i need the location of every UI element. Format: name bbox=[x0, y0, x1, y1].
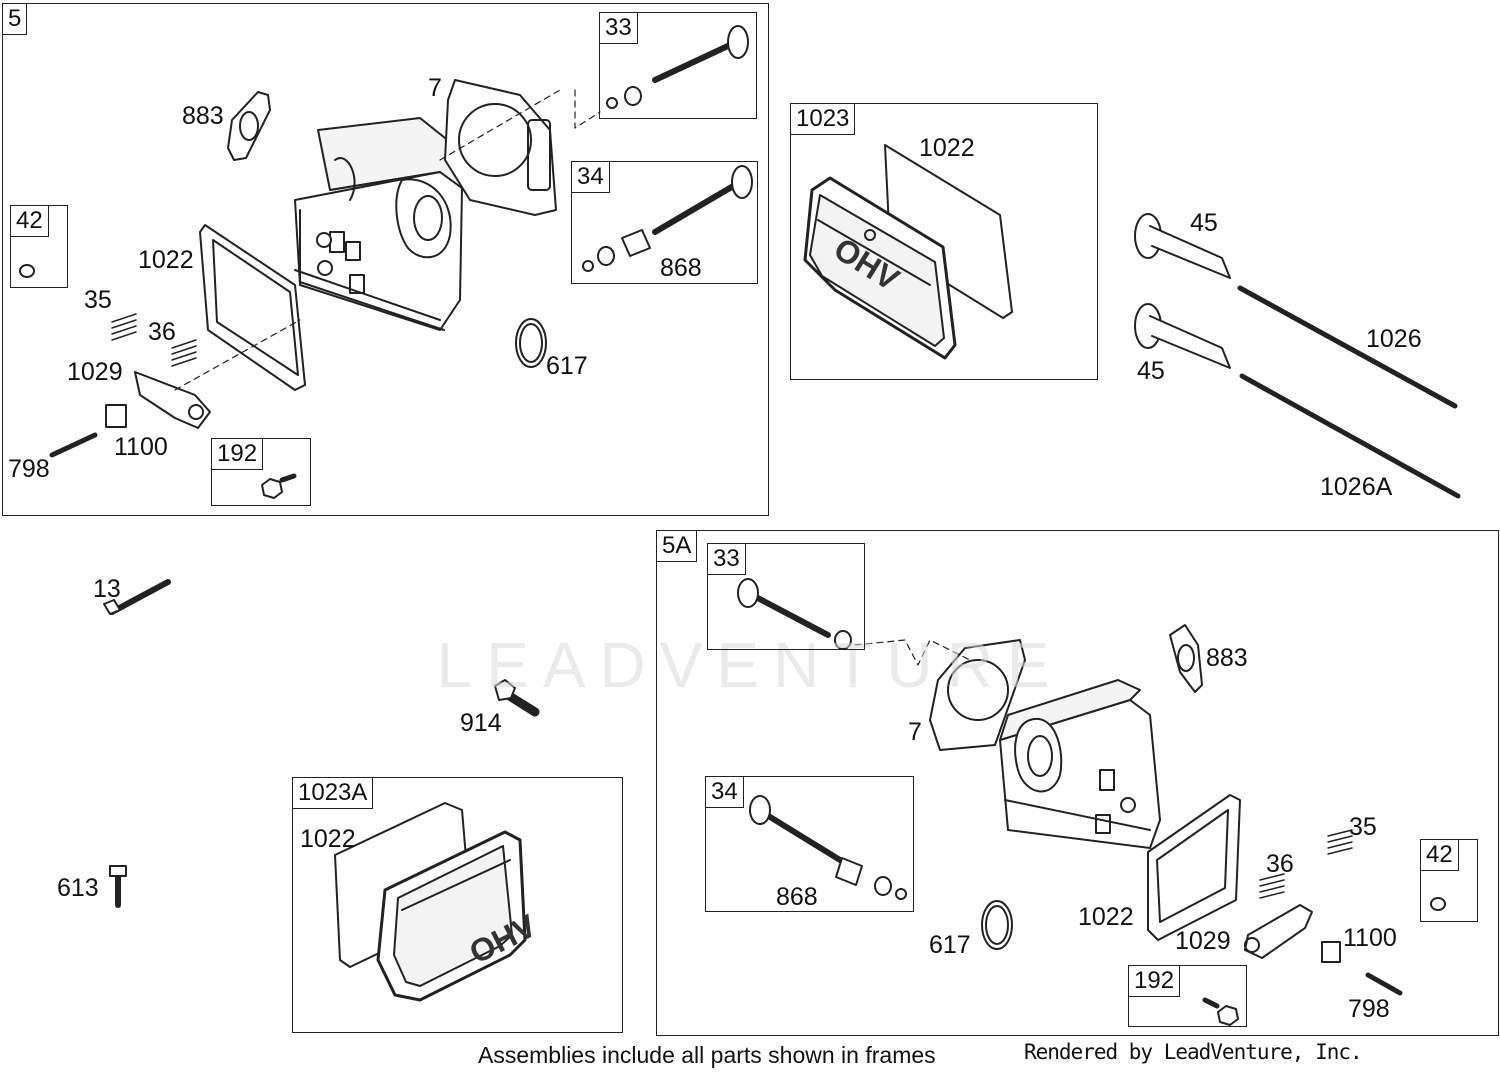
cylinder-head-top bbox=[294, 117, 463, 331]
rocker-arm-bottom bbox=[1244, 904, 1313, 959]
assembly-frame-33-bottom: 33 bbox=[707, 543, 865, 650]
frame-tag: 5A bbox=[657, 531, 698, 562]
callout-1022-1023a: 1022 bbox=[300, 825, 356, 853]
callout-617-top: 617 bbox=[546, 352, 588, 380]
nut-192-top bbox=[261, 478, 283, 499]
callout-883-bottom: 883 bbox=[1206, 644, 1248, 672]
frame-tag: 192 bbox=[1129, 966, 1181, 997]
assembly-frame-42-top: 42 bbox=[10, 205, 68, 288]
bolt-13 bbox=[109, 579, 171, 615]
head-gasket-bottom bbox=[929, 639, 1026, 751]
frame-tag: 42 bbox=[1421, 840, 1459, 871]
callout-1029-top: 1029 bbox=[67, 358, 123, 386]
nut-192-bottom bbox=[1217, 1005, 1239, 1026]
callout-13: 13 bbox=[93, 575, 121, 603]
frame-tag: 34 bbox=[706, 777, 744, 808]
watermark: LEADVENTURE bbox=[436, 629, 1064, 701]
callout-35-top: 35 bbox=[84, 286, 112, 314]
callout-883-top: 883 bbox=[182, 102, 224, 130]
valve-34-bottom bbox=[759, 809, 843, 863]
head-gasket-top bbox=[444, 79, 557, 216]
rocker-arm-top bbox=[134, 371, 211, 429]
cylinder-head-bottom bbox=[999, 679, 1161, 849]
callout-1022-cover: 1022 bbox=[919, 134, 975, 162]
assemblies-note: Assemblies include all parts shown in fr… bbox=[478, 1042, 936, 1068]
intake-gasket-bottom bbox=[1169, 624, 1203, 693]
keeper-42-top bbox=[19, 264, 35, 278]
callout-868-bottom: 868 bbox=[776, 883, 818, 911]
callout-1100-top: 1100 bbox=[114, 433, 168, 461]
rocker-pivot-top bbox=[105, 404, 127, 428]
assembly-frame-34-bottom: 34 bbox=[705, 776, 914, 912]
assembly-frame-34-top: 34 bbox=[571, 161, 758, 284]
oring-top bbox=[515, 318, 547, 368]
callout-45-lower: 45 bbox=[1137, 357, 1165, 385]
valve-springs-bottom bbox=[1259, 829, 1353, 899]
assembly-frame-42-bottom: 42 bbox=[1420, 839, 1478, 922]
frame-tag: 34 bbox=[572, 162, 610, 193]
cover-gasket-top bbox=[199, 224, 306, 391]
valve-33-bottom bbox=[749, 592, 831, 638]
callout-1029-bottom: 1029 bbox=[1175, 927, 1231, 955]
callout-1026: 1026 bbox=[1366, 325, 1422, 353]
callout-868-top: 868 bbox=[660, 254, 702, 282]
frame-tag: 1023 bbox=[791, 104, 856, 135]
valve-34-top bbox=[652, 182, 738, 235]
rocker-bolt-top bbox=[49, 432, 98, 458]
rocker-pivot-bottom bbox=[1321, 941, 1341, 963]
callout-617-bottom: 617 bbox=[929, 931, 971, 959]
callout-798-top: 798 bbox=[8, 455, 50, 483]
callout-1026a: 1026A bbox=[1320, 473, 1393, 501]
frame-tag: 5 bbox=[3, 4, 28, 35]
frame-tag: 33 bbox=[708, 544, 746, 575]
frame-tag: 42 bbox=[11, 206, 49, 237]
callout-7-bottom: 7 bbox=[908, 718, 922, 746]
callout-613: 613 bbox=[57, 874, 99, 902]
assembly-frame-33-top: 33 bbox=[599, 12, 757, 119]
callout-1022-bottom: 1022 bbox=[1078, 903, 1134, 931]
assembly-frame-5a: 5A bbox=[656, 530, 1499, 1036]
rocker-cover-bottom bbox=[334, 802, 527, 1002]
assembly-frame-192-bottom: 192 bbox=[1128, 965, 1247, 1027]
frame-tag: 192 bbox=[212, 439, 264, 470]
frame-tag: 33 bbox=[600, 13, 638, 44]
callout-914: 914 bbox=[460, 709, 502, 737]
rocker-cover-top bbox=[803, 144, 1013, 360]
frame-tag: 1023A bbox=[293, 778, 374, 809]
callout-36-bottom: 36 bbox=[1266, 850, 1294, 878]
rendered-by-credit: Rendered by LeadVenture, Inc. bbox=[1024, 1040, 1363, 1064]
keeper-42-bottom bbox=[1430, 897, 1446, 911]
valve-33-top bbox=[652, 42, 733, 83]
assembly-frame-1023: 1023 bbox=[790, 103, 1098, 380]
rocker-bolt-bottom bbox=[1365, 972, 1403, 996]
callout-45-upper: 45 bbox=[1190, 209, 1218, 237]
callout-1100-bottom: 1100 bbox=[1343, 924, 1397, 952]
assembly-frame-1023a: 1023A bbox=[292, 777, 623, 1033]
callout-798-bottom: 798 bbox=[1348, 995, 1390, 1023]
intake-gasket-top bbox=[227, 91, 271, 161]
pushrods bbox=[1134, 213, 1461, 499]
callout-35-bottom: 35 bbox=[1349, 813, 1377, 841]
oring-bottom bbox=[981, 900, 1013, 950]
callout-36-top: 36 bbox=[148, 318, 176, 346]
valve-springs-top bbox=[111, 313, 197, 367]
assembly-frame-192-top: 192 bbox=[211, 438, 311, 506]
callout-7-top: 7 bbox=[428, 74, 442, 102]
callout-1022-top: 1022 bbox=[138, 246, 194, 274]
assembly-frame-5: 5 bbox=[2, 3, 769, 516]
cover-gasket-bottom bbox=[1147, 794, 1241, 941]
